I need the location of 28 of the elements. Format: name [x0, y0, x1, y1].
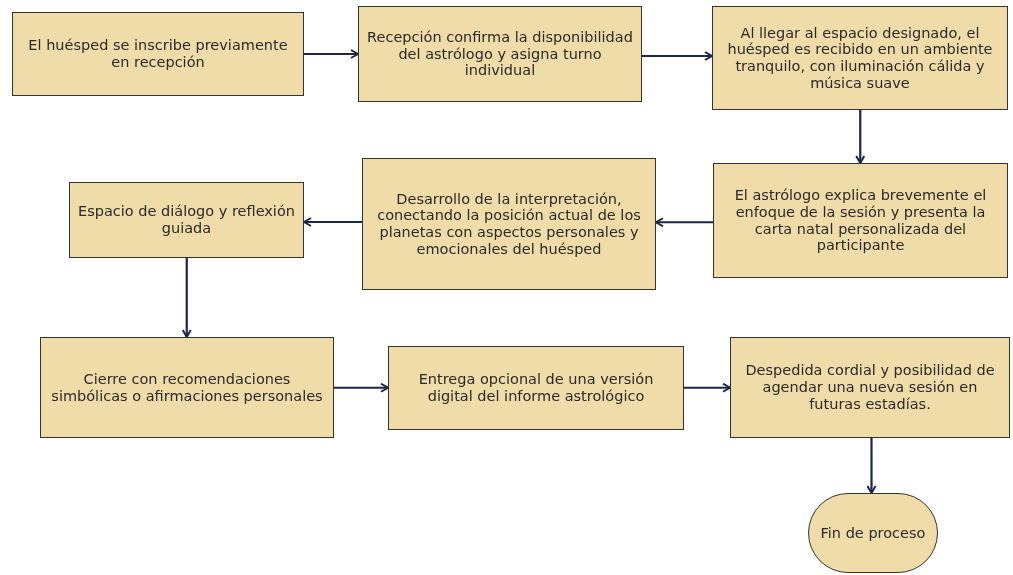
process-box: [362, 158, 656, 290]
arrow: [655, 217, 713, 228]
process-box: [358, 6, 642, 102]
step-text: El huésped se inscribe previamente en recepción: [27, 37, 289, 71]
step-text: Espacio de diálogo y reflexión guiada: [77, 203, 296, 237]
process-box: [730, 337, 1010, 438]
arrow: [304, 49, 359, 59]
step-text: El astrólogo explica brevemente el enfoque de la sesión y presenta la carta natal personalizada del participante: [733, 187, 988, 254]
process-box: [712, 6, 1008, 110]
arrow: [642, 51, 713, 61]
step-text: Cierre con recomendaciones simbólicas o afirmaciones personales: [50, 370, 324, 405]
arrow: [334, 382, 389, 393]
arrow: [181, 258, 192, 338]
process-box: [12, 12, 304, 96]
arrow: [855, 110, 866, 164]
step-text: Despedida cordial y posibilidad de agendar una nueva sesión en futuras estadías.: [744, 362, 996, 413]
step-text: Recepción confirma la disponibilidad del astrólogo y asigna turno individual: [366, 29, 634, 79]
process-box: [388, 346, 684, 430]
step-text: Fin de proceso: [820, 524, 926, 542]
process-box: [713, 163, 1008, 278]
process-box: [69, 182, 304, 258]
step-text: Al llegar al espacio designado, el huésped es recibido en un ambiente tranquilo, con iluminación cálida y música suave: [726, 24, 994, 92]
arrow: [684, 382, 731, 393]
step-text: Desarrollo de la interpretación, conectando la posición actual de los planetas con aspectos personales y emocionales del huésped: [376, 190, 642, 258]
arrow: [866, 438, 877, 494]
process-box: [40, 337, 334, 438]
step-text: Entrega opcional de una versión digital del informe astrológico: [417, 371, 655, 405]
arrow: [303, 217, 362, 227]
